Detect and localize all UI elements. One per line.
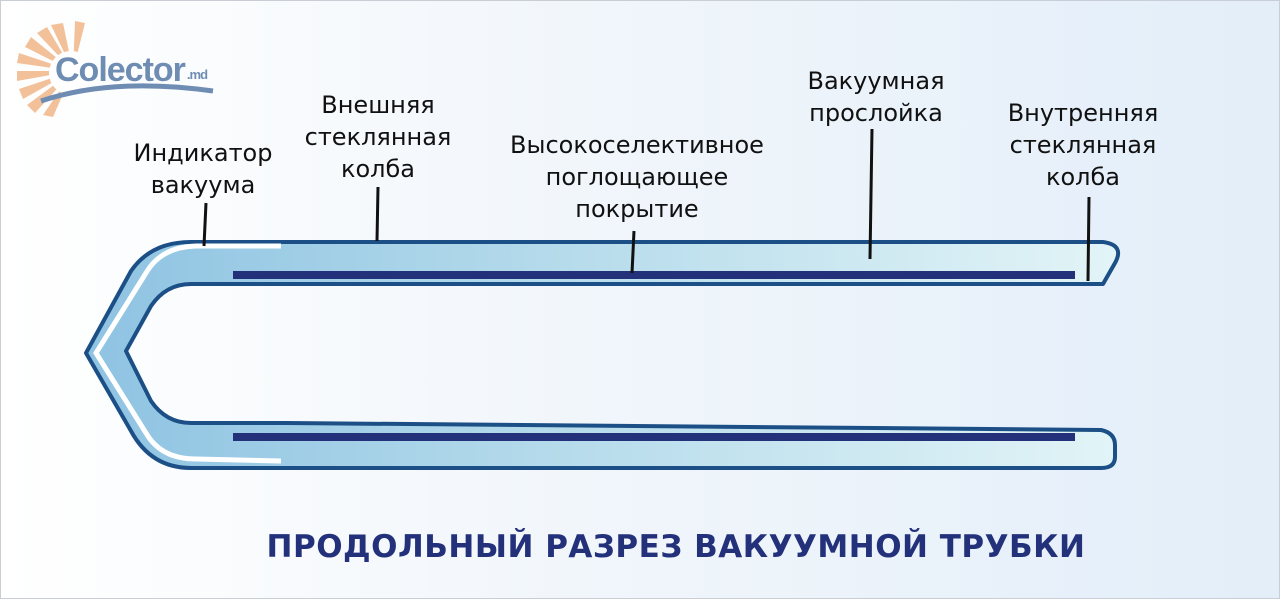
absorbing-coating-top bbox=[233, 271, 1075, 279]
vacuum-indicator bbox=[93, 243, 282, 464]
leader-indicator bbox=[202, 202, 208, 247]
label-inner-glass-bulb: Внутренняя стеклянная колба bbox=[1007, 99, 1159, 191]
absorbing-coating-bottom bbox=[233, 433, 1075, 441]
label-vacuum-indicator: Индикатор вакуума bbox=[133, 139, 273, 199]
sun-rays-icon bbox=[17, 21, 214, 117]
diagram-title: ПРОДОЛЬНЫЙ РАЗРЕЗ ВАКУУМНОЙ ТРУБКИ bbox=[266, 529, 1086, 565]
label-absorbing-coating: Высокоселективное поглощающее покрытие bbox=[510, 131, 764, 223]
outer-glass-bulb bbox=[84, 240, 1120, 470]
leader-coating bbox=[630, 230, 636, 274]
colector-logo: Colector.md bbox=[13, 19, 223, 117]
label-vacuum-layer: Вакуумная прослойка bbox=[807, 67, 945, 127]
leader-outer-bulb bbox=[375, 186, 380, 242]
leader-vacuum-layer bbox=[868, 128, 874, 260]
label-outer-glass-bulb: Внешняя стеклянная колба bbox=[304, 91, 452, 183]
leader-inner-bulb bbox=[1086, 196, 1091, 282]
logo-name: Colector bbox=[55, 51, 186, 89]
logo-tld: .md bbox=[186, 67, 208, 82]
